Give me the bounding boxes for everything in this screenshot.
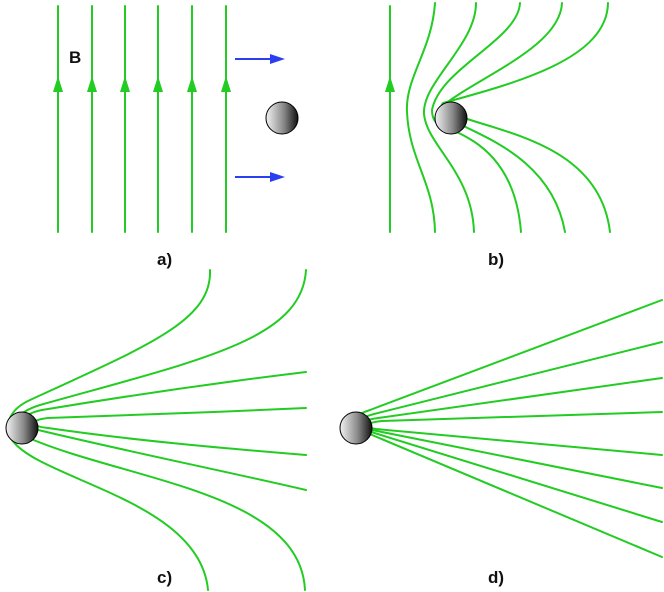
panel-b-label: b) <box>488 250 504 269</box>
sphere-body-b <box>434 101 468 135</box>
panel-b-field-arrows <box>385 76 395 92</box>
panel-a-field-arrows <box>53 76 231 92</box>
field-symbol-label: B <box>69 48 81 67</box>
panel-c-field-lines <box>6 269 307 591</box>
sphere-body-d <box>339 411 373 445</box>
flow-arrow-bottom <box>235 172 285 182</box>
panel-b: b) <box>385 2 611 269</box>
panel-c-label: c) <box>157 568 172 587</box>
panel-a: B a) <box>53 5 299 269</box>
panel-a-field-lines <box>57 5 227 233</box>
panel-d-label: d) <box>488 568 504 587</box>
panel-d-field-lines <box>349 299 663 558</box>
panel-a-label: a) <box>157 250 172 269</box>
flow-arrow-top <box>235 54 285 64</box>
sphere-body-a <box>265 101 299 135</box>
sphere-body-c <box>5 411 39 445</box>
panel-d: d) <box>339 299 663 587</box>
panel-b-field-lines <box>389 2 611 233</box>
panel-c: c) <box>5 269 307 591</box>
